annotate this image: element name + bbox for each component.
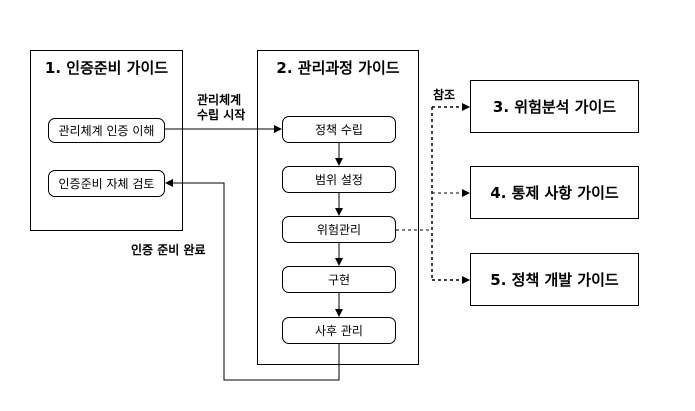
- step-policy[interactable]: 정책 수립: [282, 116, 396, 143]
- start-label-line1: 관리체계: [197, 93, 242, 107]
- step-scope[interactable]: 범위 설정: [282, 166, 396, 193]
- prep-item-self-review[interactable]: 인증준비 자체 검토: [48, 170, 165, 197]
- step-post-management[interactable]: 사후 관리: [282, 317, 396, 344]
- prep-guide-title: 1. 인증준비 가이드: [44, 59, 169, 77]
- ref-label: 참조: [433, 88, 456, 102]
- policy-dev-guide[interactable]: 5. 정책 개발 가이드: [470, 253, 639, 306]
- control-items-guide[interactable]: 4. 통제 사항 가이드: [470, 166, 639, 219]
- process-guide-title: 2. 관리과정 가이드: [276, 59, 400, 77]
- prep-item-understand[interactable]: 관리체계 인증 이해: [48, 118, 165, 143]
- risk-analysis-guide[interactable]: 3. 위험분석 가이드: [470, 80, 639, 133]
- step-risk[interactable]: 위험관리: [282, 216, 396, 243]
- start-label-line2: 수립 시작: [197, 108, 246, 122]
- step-implement[interactable]: 구현: [282, 266, 396, 293]
- prep-done-label: 인증 준비 완료: [131, 243, 206, 257]
